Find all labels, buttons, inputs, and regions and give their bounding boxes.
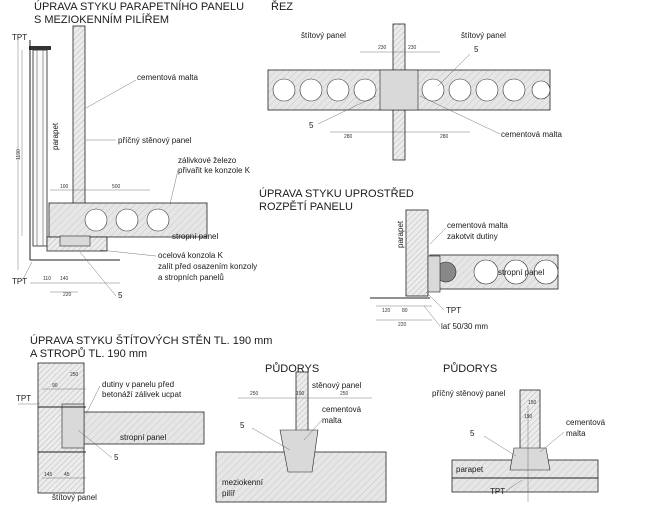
label-cementova-malta-1: cementová malta (137, 73, 198, 82)
detail-pudorys-1: PŮDORYS stěnový panel 250 250 190 cement… (215, 362, 387, 503)
dim-140: 140 (60, 276, 69, 282)
tpt-label-1: TPT (12, 33, 27, 42)
dim-230-b: 230 (408, 45, 417, 51)
dim-240: 250 (70, 372, 79, 378)
label-konzola-1: ocelová konzola K (158, 251, 224, 260)
dim-145: 145 (44, 472, 53, 478)
label-parapet-6: parapet (456, 465, 484, 474)
dim-280-b: 280 (440, 134, 449, 140)
parapet-label-1: parapet (51, 122, 60, 150)
parapet-panel (32, 49, 48, 247)
label-stropni-panel-1: stropní panel (172, 232, 218, 241)
dim-100: 100 (60, 184, 69, 190)
weld-label-2: 5 (309, 121, 314, 130)
tpt-label-6: TPT (490, 487, 505, 496)
detail-uprostred-rozpeti: ÚPRAVA STYKU UPROSTŘED ROZPĚTÍ PANELU pa… (259, 187, 559, 331)
label-stropni-panel-3: stropní panel (498, 268, 544, 277)
dim-190-a: 190 (296, 391, 305, 397)
label-dutiny-2: betonáží zálivek ucpat (102, 390, 182, 399)
rez-hollow-cores (272, 78, 551, 102)
weld-label-3: 5 (474, 45, 479, 54)
detail4-title-line2: A STROPŮ TL. 190 mm (30, 347, 147, 360)
tpt-label-4: TPT (16, 394, 31, 403)
label-stropni-panel-4: stropní panel (120, 433, 166, 442)
detail-rez: ŘEZ štítový panel štítový panel 230 230 … (267, 0, 562, 161)
detail-pudorys-2: PŮDORYS příčný stěnový panel 150 190 cem… (432, 362, 606, 502)
detail5-title: PŮDORYS (265, 362, 319, 375)
dim-150: 150 (528, 400, 537, 406)
detail2-title: ŘEZ (271, 0, 293, 13)
label-lat: lať 50/30 mm (441, 322, 488, 331)
label-stitovy-panel-right: štítový panel (461, 31, 506, 40)
tpt-label-2: TPT (12, 277, 27, 286)
label-zalivkove-1: zálivkové železo (178, 156, 237, 165)
dim-250-a: 250 (250, 391, 259, 397)
label-stenovy-panel-5: stěnový panel (312, 381, 362, 390)
label-cementova-malta-3: cementová malta (447, 221, 508, 230)
dim-120: 120 (382, 308, 391, 314)
dim-250-b: 250 (340, 391, 349, 397)
pudorys2-mortar (509, 447, 551, 471)
tpt-label-3: TPT (446, 306, 461, 315)
detail6-title: PŮDORYS (443, 362, 497, 375)
detail3-title-line2: ROZPĚTÍ PANELU (259, 200, 353, 213)
label-malta-6: malta (566, 429, 586, 438)
label-cementova-malta-2: cementová malta (501, 130, 562, 139)
label-cementova-5: cementová (322, 405, 362, 414)
stropni-panel-4 (83, 411, 205, 445)
dim-110: 110 (43, 276, 51, 282)
label-pilir: pilíř (222, 489, 235, 498)
rez-mortar-joint (379, 69, 419, 111)
detail-stitove-steny: ÚPRAVA STYKU ŠTÍTOVÝCH STĚN TL. 190 mm A… (16, 334, 272, 502)
dim-220: 220 (63, 292, 72, 298)
weld-label-5: 5 (240, 421, 245, 430)
dim-230-a: 230 (378, 45, 387, 51)
label-konzola-3: a stropních panelů (158, 273, 224, 282)
parapet-label-3: parapet (396, 220, 405, 248)
weld-label-6: 5 (470, 429, 475, 438)
dim-500: 500 (112, 184, 121, 190)
label-pricny-stenovy-panel-1: příčný stěnový panel (118, 136, 192, 145)
dim-80: 80 (402, 308, 408, 314)
pudorys1-mortar (279, 429, 319, 473)
dim-45: 45 (64, 472, 70, 478)
detail4-title-line1: ÚPRAVA STYKU ŠTÍTOVÝCH STĚN TL. 190 mm (30, 334, 272, 347)
label-cementova-6: cementová (566, 418, 606, 427)
label-dutiny-1: dutiny v panelu před (102, 380, 174, 389)
label-konzola-2: zalít před osazením konzoly (158, 262, 257, 271)
label-malta-5: malta (322, 416, 342, 425)
weld-label-4: 5 (114, 453, 119, 462)
label-stitovy-panel-left: štítový panel (301, 31, 346, 40)
parapet-wall-3 (405, 209, 429, 297)
dim-90: 90 (52, 383, 58, 389)
dim-280-a: 280 (344, 134, 353, 140)
weld-label-1: 5 (118, 291, 123, 300)
label-zalivkove-2: přivařit ke konzole K (178, 166, 251, 175)
label-zakotvit-dutiny: zakotvit dutiny (447, 232, 498, 241)
detail1-title-line2: S MEZIOKENNÍM PILÍŘEM (34, 13, 169, 26)
dim-190-b: 190 (524, 414, 533, 420)
dim-220-b: 220 (398, 322, 407, 328)
label-meziokenni: meziokenní (222, 478, 264, 487)
detail3-title-line1: ÚPRAVA STYKU UPROSTŘED (259, 187, 414, 200)
detail1-title-line1: ÚPRAVA STYKU PARAPETNÍHO PANELU (34, 0, 244, 13)
label-pricny-stenovy-panel-6: příčný stěnový panel (432, 389, 506, 398)
detail-parapet-pilir: ÚPRAVA STYKU PARAPETNÍHO PANELU S MEZIOK… (12, 0, 257, 300)
label-stitovy-panel-4: štítový panel (52, 493, 97, 502)
dim-1190: 1190 (16, 149, 22, 160)
window-sill (29, 46, 51, 50)
